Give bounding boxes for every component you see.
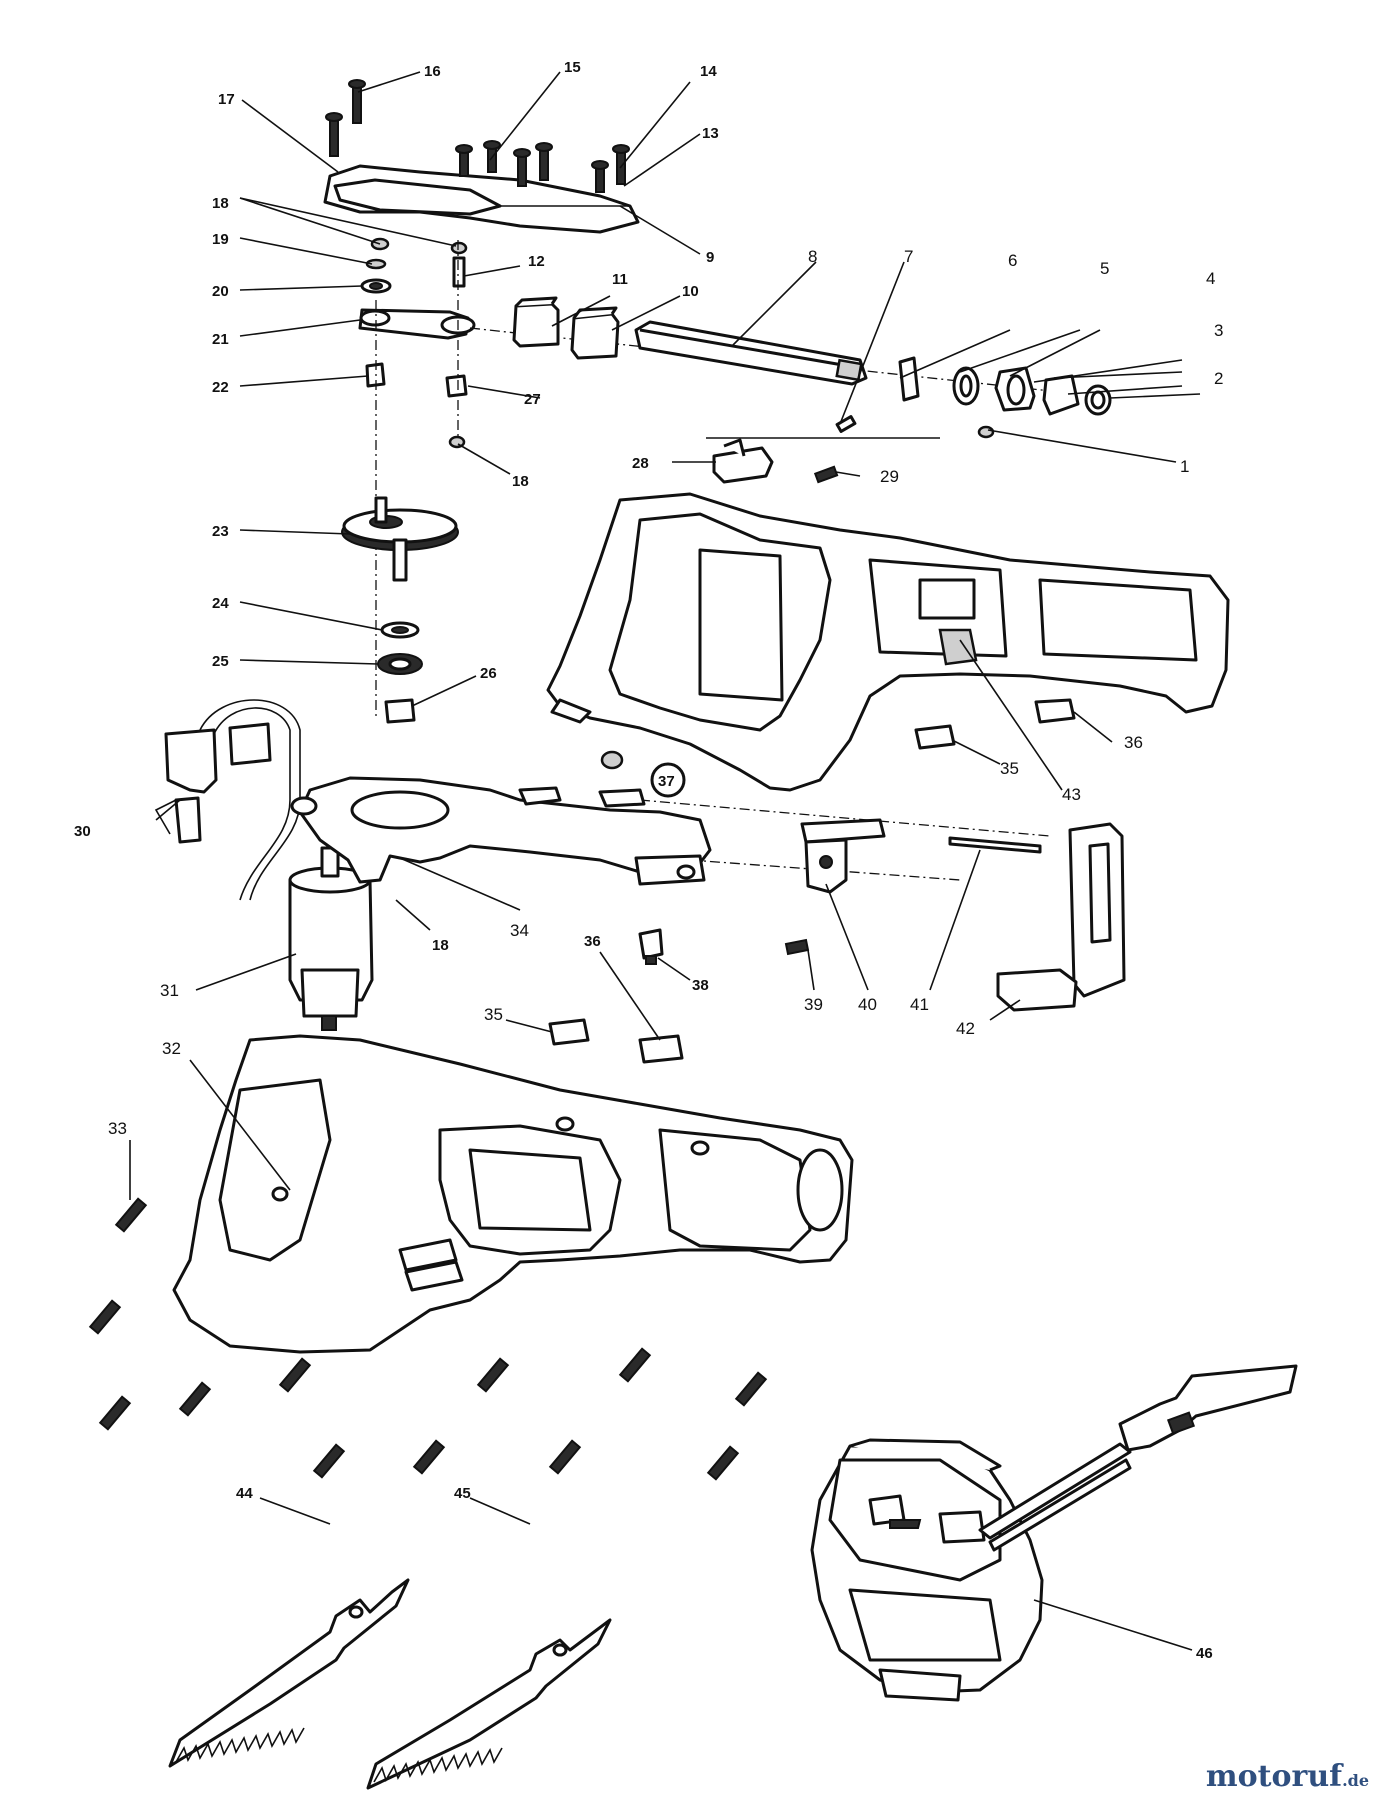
label-19: 19 bbox=[212, 231, 229, 248]
pin-7 bbox=[835, 415, 857, 433]
lock-parts bbox=[712, 438, 839, 484]
label-25: 25 bbox=[212, 653, 229, 670]
label-16: 16 bbox=[424, 63, 441, 80]
label-39: 39 bbox=[804, 995, 823, 1014]
label-3: 3 bbox=[1214, 321, 1223, 340]
label-1: 1 bbox=[1180, 457, 1189, 476]
label-11: 11 bbox=[612, 271, 628, 288]
battery-charger-46 bbox=[810, 1364, 1298, 1702]
label-18-motor: 18 bbox=[432, 937, 449, 954]
label-40: 40 bbox=[858, 995, 877, 1014]
brush-35-upper bbox=[914, 724, 956, 750]
screw-38 bbox=[638, 928, 664, 965]
label-26: 26 bbox=[480, 665, 497, 682]
cover-screws bbox=[325, 79, 630, 193]
slider-blocks bbox=[512, 296, 620, 360]
label-43: 43 bbox=[1062, 785, 1081, 804]
crank-assembly bbox=[358, 237, 476, 449]
label-15: 15 bbox=[564, 59, 581, 76]
leader-lines bbox=[129, 71, 1201, 1651]
gear-housing bbox=[290, 776, 712, 886]
label-44: 44 bbox=[236, 1485, 253, 1502]
label-29: 29 bbox=[880, 467, 899, 486]
part-labels: 1 2 3 4 5 6 7 8 9 10 11 12 13 14 15 16 1… bbox=[74, 59, 1223, 1662]
blade-clamp-parts bbox=[898, 356, 1112, 439]
label-38: 38 bbox=[692, 977, 709, 994]
label-37: 37 bbox=[658, 773, 675, 790]
label-12: 12 bbox=[528, 253, 545, 270]
inner-housing bbox=[546, 492, 1230, 792]
label-46: 46 bbox=[1196, 1645, 1213, 1662]
label-18-top: 18 bbox=[212, 195, 229, 212]
watermark-brand: motoruf bbox=[1205, 1759, 1343, 1794]
label-4: 4 bbox=[1206, 269, 1215, 288]
label-35-lower: 35 bbox=[484, 1005, 503, 1024]
label-circle-37 bbox=[650, 762, 686, 798]
label-45: 45 bbox=[454, 1485, 471, 1502]
motor bbox=[288, 846, 374, 1031]
label-33: 33 bbox=[108, 1119, 127, 1138]
label-42: 42 bbox=[956, 1019, 975, 1038]
label-36-lower: 36 bbox=[584, 933, 601, 950]
main-gear bbox=[341, 496, 459, 582]
label-32: 32 bbox=[162, 1039, 181, 1058]
label-2: 2 bbox=[1214, 369, 1223, 388]
shoe-adjust-40 bbox=[800, 818, 886, 894]
label-36-upper: 36 bbox=[1124, 733, 1143, 752]
label-5: 5 bbox=[1100, 259, 1109, 278]
brush-36-upper bbox=[1034, 698, 1076, 724]
brush-36-lower bbox=[638, 1034, 684, 1064]
bushing-37 bbox=[600, 750, 624, 770]
bushing-26 bbox=[384, 698, 416, 724]
top-cover-plate bbox=[323, 164, 640, 234]
label-31: 31 bbox=[160, 981, 179, 1000]
label-23: 23 bbox=[212, 523, 229, 540]
label-6: 6 bbox=[1008, 251, 1017, 270]
outer-housing-32 bbox=[172, 1034, 854, 1354]
label-10: 10 bbox=[682, 283, 699, 300]
label-21: 21 bbox=[212, 331, 229, 348]
label-28: 28 bbox=[632, 455, 649, 472]
label-24: 24 bbox=[212, 595, 229, 612]
label-9: 9 bbox=[706, 249, 714, 266]
brush-35-lower bbox=[548, 1018, 590, 1046]
saw-blade-44 bbox=[168, 1578, 410, 1768]
label-14: 14 bbox=[700, 63, 717, 80]
housing-screws bbox=[88, 1197, 768, 1481]
horizontal-axis-lower bbox=[639, 799, 1051, 837]
watermark-tld: .de bbox=[1342, 1771, 1369, 1790]
bearing-25 bbox=[377, 653, 423, 675]
label-7: 7 bbox=[904, 247, 913, 266]
label-35-upper: 35 bbox=[1000, 759, 1019, 778]
label-22: 22 bbox=[212, 379, 229, 396]
watermark-logo: motoruf.de bbox=[1206, 1759, 1369, 1794]
label-18-crank: 18 bbox=[512, 473, 529, 490]
shoe-42 bbox=[996, 822, 1126, 1012]
label-8: 8 bbox=[808, 247, 817, 266]
label-27: 27 bbox=[524, 391, 541, 408]
label-17: 17 bbox=[218, 91, 235, 108]
label-20: 20 bbox=[212, 283, 229, 300]
switch-assembly bbox=[164, 699, 301, 901]
label-41: 41 bbox=[910, 995, 929, 1014]
rod-41 bbox=[948, 836, 1042, 854]
label-30: 30 bbox=[74, 823, 91, 840]
label-13: 13 bbox=[702, 125, 719, 142]
plunger-rod bbox=[634, 320, 868, 386]
saw-blade-45 bbox=[366, 1618, 612, 1790]
screw-39 bbox=[784, 938, 810, 956]
label-34: 34 bbox=[510, 921, 529, 940]
